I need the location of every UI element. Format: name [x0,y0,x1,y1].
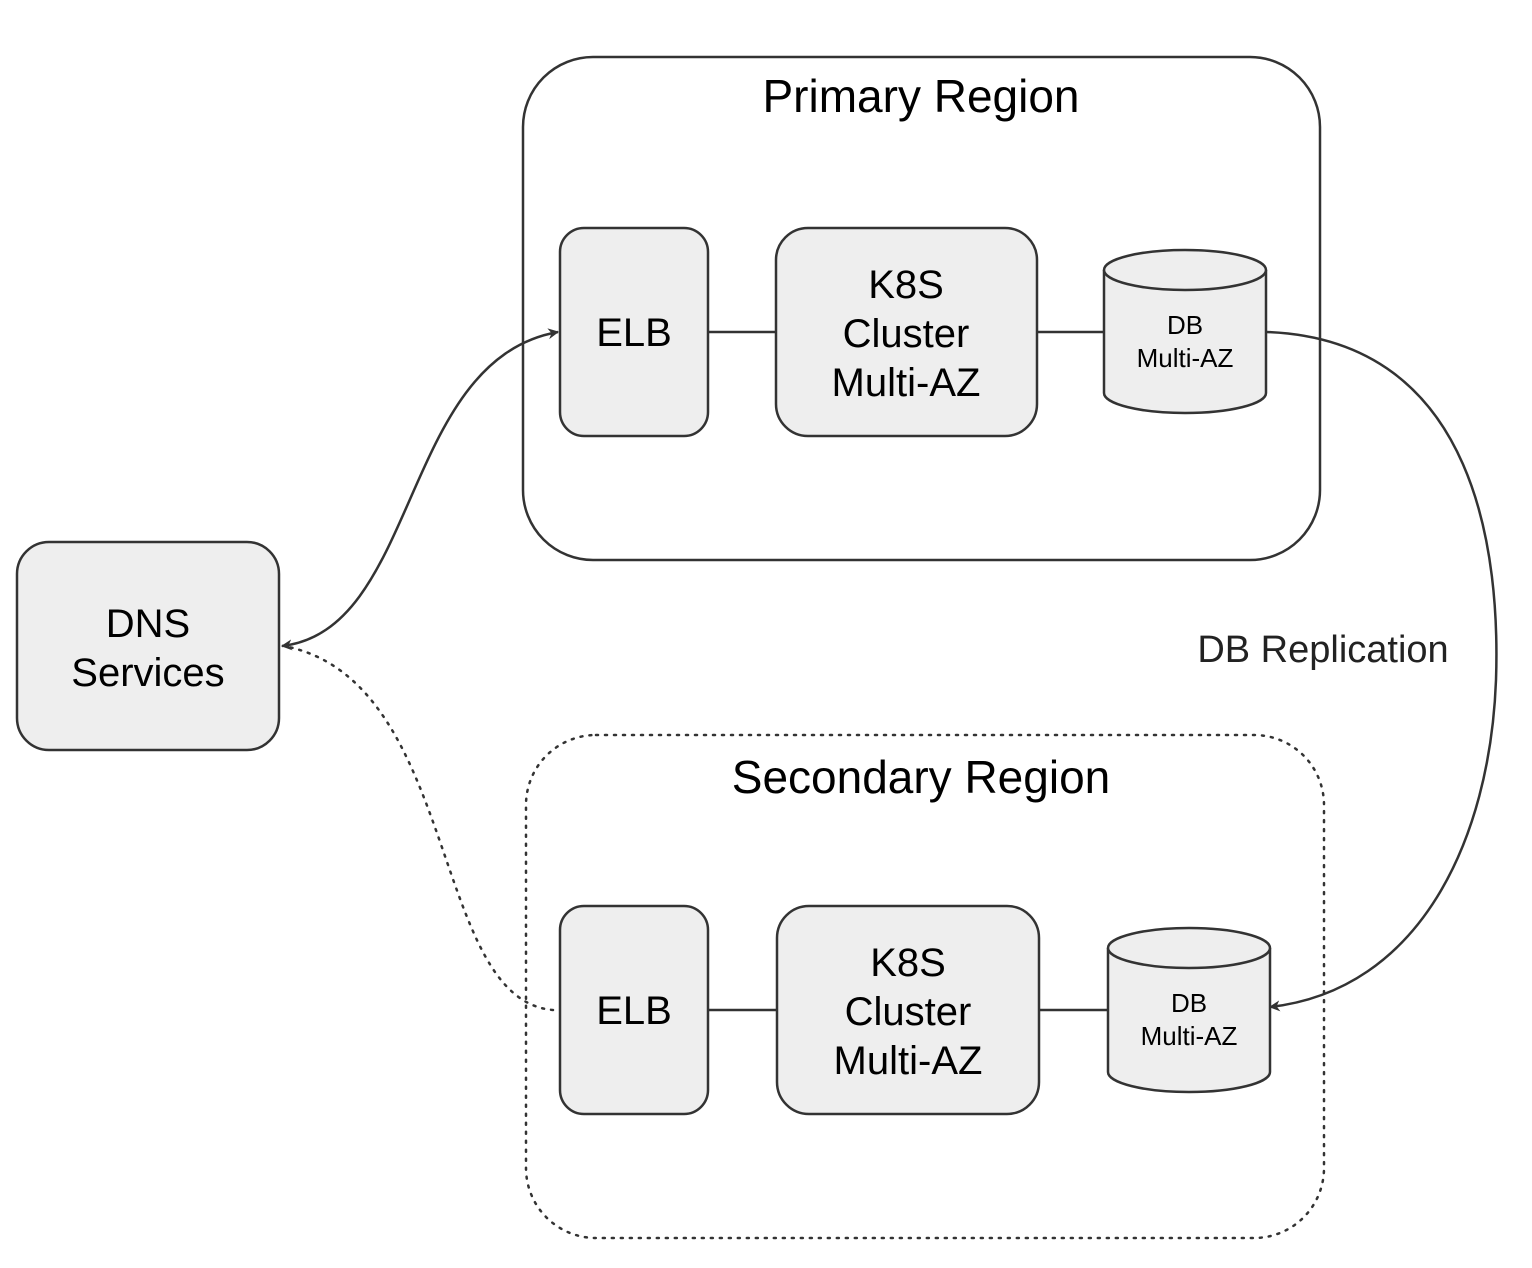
primary-k8s-node[interactable]: K8S Cluster Multi-AZ [774,226,1039,438]
primary-db-node[interactable]: DB Multi-AZ [1102,248,1268,415]
dns-label-line2: Services [71,651,224,695]
dns-services-box [15,540,281,752]
secondary-elb-dns-edge [282,644,555,1012]
primary-db-body [1102,270,1268,415]
secondary-elb-label: ELB [596,989,672,1033]
secondary-db-top [1106,926,1272,970]
dns-label-line1: DNS [106,602,190,646]
primary-db-label-line2: Multi-AZ [1137,343,1234,373]
secondary-region-title: Secondary Region [732,751,1110,803]
secondary-k8s-label-line3: Multi-AZ [834,1039,983,1083]
primary-k8s-label-line3: Multi-AZ [832,361,981,405]
secondary-k8s-label-line2: Cluster [845,990,972,1034]
primary-elb-label: ELB [596,311,672,355]
secondary-db-body [1106,948,1272,1094]
secondary-db-label-line1: DB [1171,988,1207,1018]
dns-services-node[interactable]: DNS Services [15,540,281,752]
dns-primary-elb-edge [280,328,560,651]
primary-elb-node[interactable]: ELB [558,226,710,438]
secondary-region: Secondary Region [524,733,1326,1240]
secondary-k8s-label-line1: K8S [870,941,946,985]
secondary-db-node[interactable]: DB Multi-AZ [1106,926,1272,1094]
secondary-db-label-line2: Multi-AZ [1141,1021,1238,1051]
secondary-k8s-box [775,904,1041,1116]
primary-region-border [521,55,1322,562]
secondary-elb-box [558,904,710,1116]
secondary-region-border [524,733,1326,1240]
db-replication-edge [1266,330,1498,1012]
primary-elb-box [558,226,710,438]
primary-region-title: Primary Region [763,70,1080,122]
primary-region: Primary Region [521,55,1322,562]
primary-k8s-box [774,226,1039,438]
secondary-k8s-node[interactable]: K8S Cluster Multi-AZ [775,904,1041,1116]
primary-db-label-line1: DB [1167,310,1203,340]
db-replication-label: DB Replication [1197,629,1448,671]
primary-k8s-label-line2: Cluster [843,312,970,356]
secondary-elb-node[interactable]: ELB [558,904,710,1116]
primary-db-top [1102,248,1268,292]
primary-k8s-label-line1: K8S [868,263,944,307]
